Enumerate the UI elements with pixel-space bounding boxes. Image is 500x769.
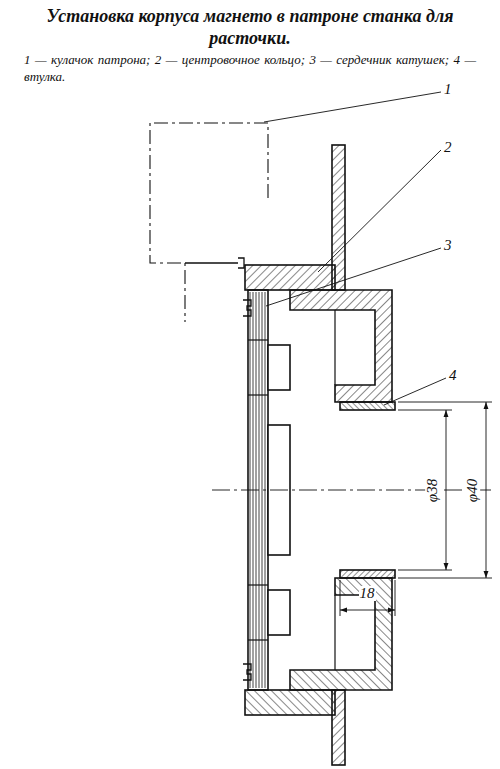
axis-line — [212, 490, 495, 491]
jaw-grip — [185, 258, 244, 268]
callout-number: 4 — [448, 368, 458, 383]
leader-lines — [264, 92, 446, 405]
dimension-text: φ40 — [466, 477, 481, 502]
callout-number: 2 — [443, 140, 453, 155]
dimension-lines — [340, 402, 492, 616]
figure-title: Установка корпуса магнето в патроне стан… — [20, 6, 480, 49]
cavity-edge — [334, 310, 335, 385]
core-step — [268, 345, 290, 390]
housing-wall — [290, 290, 392, 402]
figure-caption: 1 — кулачок патрона; 2 — центровочное ко… — [24, 52, 476, 86]
core-clamp — [243, 300, 251, 316]
dimension-text: φ38 — [426, 477, 441, 502]
sleeve — [340, 402, 395, 410]
callout-number: 3 — [443, 238, 453, 253]
dimension-text: 18 — [359, 586, 376, 601]
callout-number: 1 — [443, 82, 453, 97]
core-lamination — [262, 292, 263, 688]
